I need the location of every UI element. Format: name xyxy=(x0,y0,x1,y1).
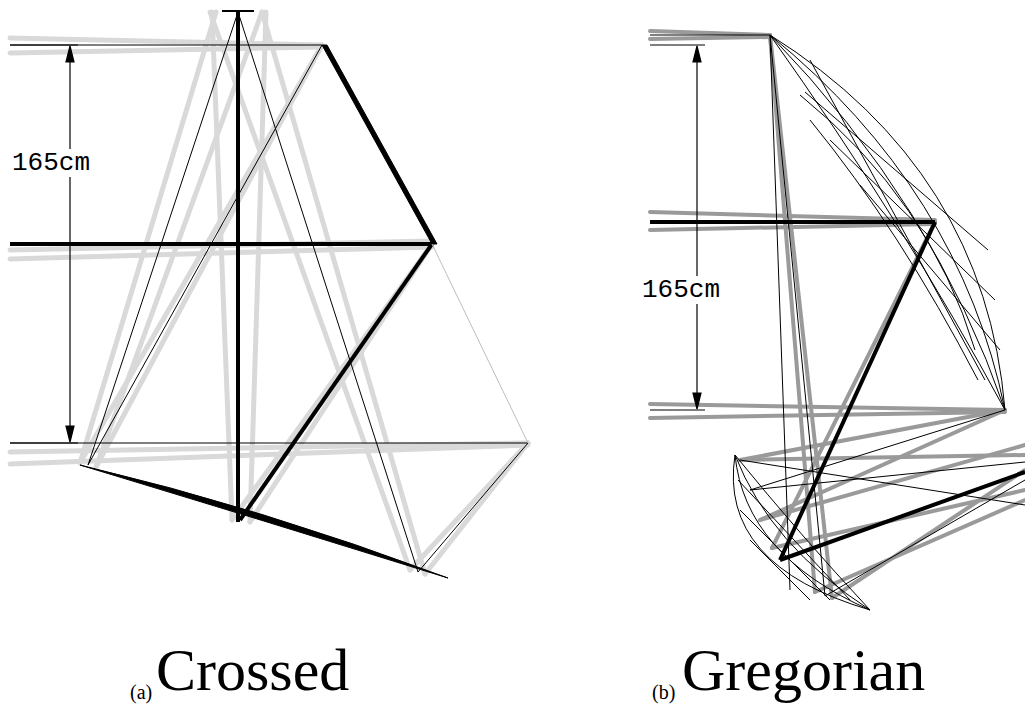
ray-thin xyxy=(740,460,1025,505)
mirror-mesh xyxy=(735,455,870,610)
dimension-arrow xyxy=(10,44,78,45)
ray-bundle-grey xyxy=(425,443,528,574)
ray-thin xyxy=(418,443,528,572)
dimension-arrow xyxy=(69,50,70,438)
ray-bundle-grey xyxy=(650,31,770,35)
ray-thin xyxy=(88,45,322,465)
ray-bundle-grey xyxy=(650,37,770,39)
subfigure-caption: Gregorian xyxy=(680,637,927,703)
mirror xyxy=(80,465,448,578)
ray-bundle-grey xyxy=(740,410,1005,460)
dimension-label: 165cm xyxy=(640,276,722,305)
dimension-arrow xyxy=(10,442,78,443)
chief-ray xyxy=(10,242,432,246)
dimension-arrow xyxy=(66,46,74,62)
subfigure-letter: (b) xyxy=(650,681,677,703)
ray-thin xyxy=(650,35,1025,596)
dimension-arrow xyxy=(693,393,701,409)
mirror-mesh xyxy=(805,92,988,250)
ray-bundle-grey xyxy=(10,38,322,45)
ray-bundle-grey xyxy=(650,412,1005,418)
mirror-mesh xyxy=(860,185,1000,350)
ray-bundle-grey xyxy=(650,212,935,220)
ray-thin xyxy=(770,35,825,596)
subfigure-caption: Crossed xyxy=(154,637,351,703)
ray-bundle-grey xyxy=(262,12,425,574)
dimension-label: 165cm xyxy=(10,149,92,178)
mirror-mesh xyxy=(750,540,810,600)
mirror-mesh xyxy=(733,455,870,610)
ray-bundle-grey xyxy=(10,12,528,574)
mirror-mesh xyxy=(735,455,870,610)
ray-thin xyxy=(10,443,528,444)
dimension-arrow xyxy=(650,409,705,410)
mirror-mesh xyxy=(740,510,830,600)
ray-thin xyxy=(10,12,528,572)
dimension-arrow xyxy=(66,426,74,442)
mirror-mesh xyxy=(735,455,870,610)
ray-bundle-grey xyxy=(832,470,1025,598)
ray-thin xyxy=(650,35,770,36)
chief-ray xyxy=(650,220,935,224)
ray-thin xyxy=(750,410,1005,490)
chief-ray xyxy=(10,10,432,522)
chief-ray xyxy=(240,244,432,520)
ray-thin xyxy=(770,35,790,590)
dimension-arrow xyxy=(696,50,697,405)
chief-ray xyxy=(222,10,254,12)
ray-bundle-grey xyxy=(250,12,266,522)
dimension-arrow xyxy=(650,45,705,410)
mirror-mesh xyxy=(733,35,1005,610)
ray-bundle-grey xyxy=(650,404,1005,410)
ray-bundle-grey xyxy=(650,31,1025,598)
ray-bundle-grey xyxy=(212,12,232,520)
dimension-arrow xyxy=(10,45,78,443)
mirror xyxy=(432,244,528,443)
ray-thin xyxy=(238,12,418,572)
subfigure-letter: (a) xyxy=(128,681,154,703)
dimension-arrow xyxy=(693,46,701,62)
ray-bundle-grey xyxy=(760,445,1025,520)
ray-thin xyxy=(825,480,1025,596)
mirror-mesh xyxy=(810,120,978,380)
ray-thin xyxy=(10,45,322,46)
ray-bundle-grey xyxy=(232,244,432,520)
chief-ray xyxy=(236,10,240,522)
chief-ray xyxy=(780,472,1025,560)
chief-ray xyxy=(780,222,935,560)
dimension-arrow xyxy=(650,44,705,45)
mirror xyxy=(80,45,528,578)
ray-bundle-grey xyxy=(80,12,216,463)
mirror xyxy=(322,45,437,244)
chief-ray xyxy=(650,222,1025,560)
ray-thin xyxy=(88,12,238,465)
